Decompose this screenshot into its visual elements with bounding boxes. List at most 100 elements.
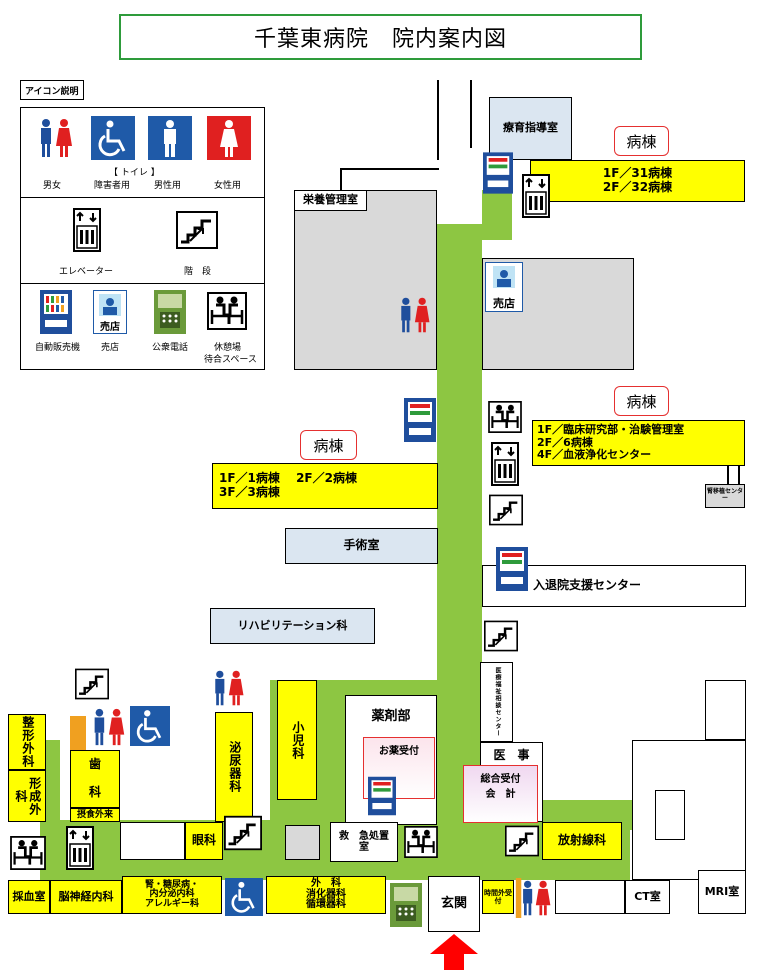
internal-medicine-room: 腎・糖尿病・ 内分泌内科 アレルギー科 bbox=[122, 876, 222, 914]
legend-header: アイコン説明 bbox=[20, 80, 84, 100]
rehab-room: リハビリテーション科 bbox=[210, 608, 375, 644]
legend-toilet-men-label: 男性用 bbox=[154, 181, 182, 191]
legend-divider bbox=[21, 283, 264, 284]
shop-room-label: 売店 bbox=[493, 297, 515, 310]
radiology-room: 放射線科 bbox=[542, 822, 622, 860]
medical-welfare-center: 医療福祉相談センター bbox=[480, 662, 513, 742]
legend-rest-label-2: 待合スペース bbox=[204, 355, 257, 365]
legend-stairs-label: 階 段 bbox=[184, 267, 212, 277]
surgery-dept-line2: 消化器科 bbox=[306, 888, 346, 900]
ward-top-line1: 1F／31病棟 bbox=[602, 166, 673, 181]
blood-collection-room: 採血室 bbox=[8, 880, 50, 914]
shop-icon: 売店 bbox=[93, 290, 127, 334]
elevator-icon bbox=[73, 208, 101, 252]
internal-medicine-line2: 内分泌内科 bbox=[149, 889, 195, 900]
legend-elevator-label: エレベーター bbox=[59, 267, 114, 277]
toilet-men-icon bbox=[148, 116, 192, 160]
stairs-icon bbox=[489, 494, 523, 526]
entrance: 玄関 bbox=[428, 876, 480, 932]
mri-wing-top bbox=[705, 680, 746, 740]
ward-top-line2: 2F／32病棟 bbox=[602, 180, 673, 194]
toilet-accessible-icon bbox=[130, 706, 170, 746]
toilet-mixed-icon bbox=[401, 297, 430, 333]
rest-area-icon bbox=[10, 836, 46, 870]
ward-mid-block: 1F／臨床研究部・治験管理室 2F／6病棟 4F／血液浄化センター bbox=[532, 420, 745, 466]
toilet-mixed-icon bbox=[515, 878, 551, 918]
dental-label-top: 歯 bbox=[88, 757, 101, 772]
wall-line bbox=[738, 466, 740, 486]
legend-toilet-mixed-label: 男女 bbox=[43, 181, 62, 191]
surgery-room: 手術室 bbox=[285, 528, 438, 564]
neurology-room: 脳神経内科 bbox=[50, 880, 122, 914]
dental-room: 歯 科 bbox=[70, 750, 120, 808]
surgery-dept-line3: 循環器科 bbox=[306, 899, 346, 911]
vending-machine-icon bbox=[483, 152, 513, 194]
blank-room bbox=[555, 880, 625, 914]
legend-panel: 【 トイレ 】 男女 障害者用 男性用 女性用 エレベーター 階 段 売店 bbox=[20, 107, 265, 370]
legend-shop-label: 売店 bbox=[101, 343, 120, 353]
rest-area-icon bbox=[404, 826, 438, 858]
vending-machine-icon bbox=[404, 398, 436, 442]
reception-line2: 会 計 bbox=[485, 789, 516, 800]
legend-phone-label: 公衆電話 bbox=[152, 343, 189, 353]
shop-clerk-icon bbox=[99, 294, 121, 316]
stairs-icon bbox=[484, 620, 518, 652]
hinyoki-room: 泌尿器科 bbox=[215, 712, 253, 822]
stairs-icon bbox=[505, 825, 539, 857]
shop-clerk-icon bbox=[493, 266, 515, 288]
toilet-mixed-icon bbox=[215, 670, 244, 706]
ward-left-line1: 1F／1病棟 2F／2病棟 bbox=[219, 471, 357, 486]
ward-mid-line2: 2F／6病棟 bbox=[537, 435, 593, 449]
corridor-room-white bbox=[120, 822, 185, 860]
jinzo-center: 腎移植センター bbox=[705, 484, 745, 508]
legend-toilet-women-label: 女性用 bbox=[214, 181, 242, 191]
map-title: 千葉東病院 院内案内図 bbox=[119, 14, 642, 60]
eiyo-label: 栄養管理室 bbox=[295, 191, 367, 211]
public-phone-icon bbox=[154, 290, 186, 334]
reception-line1: 総合受付 bbox=[480, 774, 521, 785]
legend-divider bbox=[21, 197, 264, 198]
corridor-upper-branch bbox=[482, 190, 512, 240]
vending-machine-icon bbox=[368, 776, 396, 816]
ct-room: CT室 bbox=[625, 880, 670, 914]
stairs-icon bbox=[75, 668, 109, 700]
elevator-icon bbox=[491, 442, 519, 486]
shop-icon: 売店 bbox=[485, 262, 523, 312]
imaging-wing bbox=[632, 740, 746, 880]
reception-counter: 総合受付 会 計 bbox=[463, 765, 538, 823]
surgery-dept-line1: 外 科 bbox=[311, 878, 341, 890]
vending-machine-icon bbox=[496, 547, 528, 591]
ward-mid-line3: 4F／血液浄化センター bbox=[537, 448, 652, 462]
ward-left-line2: 3F／3病棟 bbox=[219, 485, 280, 499]
rest-area-icon bbox=[207, 292, 247, 330]
mri-room: MRI室 bbox=[698, 870, 746, 914]
stairs-icon bbox=[176, 211, 218, 249]
surgery-dept-room: 外 科 消化器科 循環器科 bbox=[266, 876, 386, 914]
keisei-room: 形成外科 bbox=[8, 770, 46, 822]
ward-left-tag: 病棟 bbox=[300, 430, 357, 460]
toilet-accessible-icon bbox=[91, 116, 135, 160]
rest-area-icon bbox=[488, 401, 522, 433]
seikei-room: 整形外科 bbox=[8, 714, 46, 770]
shop-icon-label: 売店 bbox=[100, 322, 120, 333]
shoni-room: 小児科 bbox=[277, 680, 317, 800]
toilet-mixed-icon bbox=[94, 708, 125, 746]
internal-medicine-line1: 腎・糖尿病・ bbox=[144, 879, 199, 890]
legend-vending-label: 自動販売機 bbox=[35, 343, 81, 353]
ganka-room: 眼科 bbox=[185, 822, 223, 860]
ward-left-block: 1F／1病棟 2F／2病棟 3F／3病棟 bbox=[212, 463, 438, 509]
after-hours-reception: 時間外受付 bbox=[482, 880, 514, 914]
emergency-room: 救 急処置室 bbox=[330, 822, 398, 862]
sesshoku-room: 摂食外来 bbox=[70, 808, 120, 822]
vending-machine-icon bbox=[40, 290, 72, 334]
legend-toilet-caption: 【 トイレ 】 bbox=[109, 168, 160, 178]
elevator-icon bbox=[522, 174, 550, 218]
ward-top-block: 1F／31病棟 2F／32病棟 bbox=[530, 160, 745, 202]
dental-label-bottom: 科 bbox=[88, 785, 101, 800]
grey-room bbox=[285, 825, 320, 860]
wall-line bbox=[437, 80, 439, 160]
wall-line bbox=[340, 168, 342, 190]
public-phone-icon bbox=[390, 883, 422, 927]
wall-line bbox=[470, 80, 472, 148]
internal-medicine-line3: アレルギー科 bbox=[144, 898, 199, 909]
